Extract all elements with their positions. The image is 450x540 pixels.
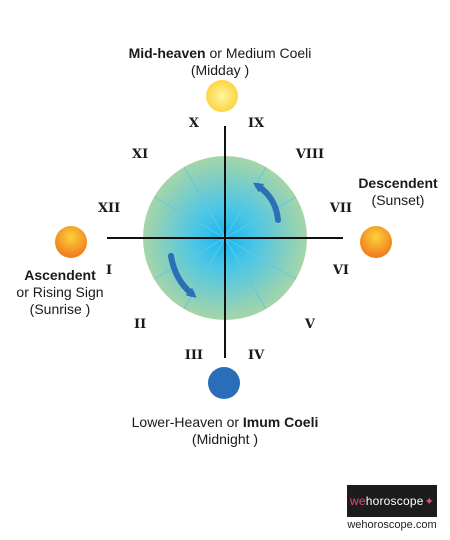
house-cusp-ray <box>153 237 226 280</box>
ascendent-subtitle: (Sunrise ) <box>29 301 91 317</box>
brand-star-icon: ✦ <box>424 495 434 508</box>
sunrise-sun-icon <box>55 226 87 258</box>
ascendent-alt: or Rising Sign <box>16 284 104 300</box>
house-numeral-1: I <box>106 263 112 278</box>
house-cusp-rays <box>153 166 297 310</box>
midheaven-label: Mid-heaven or Medium Coeli (Midday ) <box>50 45 390 79</box>
house-numeral-7: VII <box>329 201 352 216</box>
brand-url: wehoroscope.com <box>347 519 437 531</box>
house-numeral-8: VIII <box>295 147 324 162</box>
lowerheaven-label: Lower-Heaven or Imum Coeli (Midnight ) <box>80 414 370 448</box>
house-numeral-10: X <box>189 116 200 131</box>
house-cusp-ray <box>224 166 267 239</box>
house-numeral-4: IV <box>248 348 265 363</box>
house-numeral-12: XII <box>98 201 120 216</box>
house-numeral-9: IX <box>248 116 265 131</box>
house-numeral-11: XI <box>132 147 148 162</box>
house-numeral-2: II <box>134 317 146 332</box>
house-cusp-ray <box>224 196 297 239</box>
midheaven-subtitle: (Midday ) <box>190 62 250 78</box>
brand-logo-name: horoscope <box>365 494 424 508</box>
lowerheaven-title: Imum Coeli <box>242 414 319 430</box>
house-cusp-ray <box>224 237 267 310</box>
house-cusp-ray <box>183 166 226 239</box>
house-numeral-5: V <box>304 317 316 332</box>
lowerheaven-subtitle: (Midnight ) <box>191 431 259 447</box>
upper-direction-arrow <box>253 182 281 223</box>
house-numeral-6: VI <box>332 263 349 278</box>
house-cusp-ray <box>153 196 226 239</box>
ascendent-label: Ascendent or Rising Sign (Sunrise ) <box>4 267 116 318</box>
midheaven-alt: or Medium Coeli <box>205 45 312 61</box>
lowerheaven-alt: Lower-Heaven or <box>131 414 243 430</box>
house-numeral-3: III <box>185 348 203 363</box>
descendent-subtitle: (Sunset) <box>371 192 425 208</box>
descendent-label: Descendent (Sunset) <box>348 175 448 209</box>
house-cusp-ray <box>224 237 297 280</box>
midnight-moon-icon <box>208 367 240 399</box>
ascendent-title: Ascendent <box>24 267 96 283</box>
midday-sun-icon <box>206 80 238 112</box>
descendent-title: Descendent <box>358 175 438 191</box>
midheaven-title: Mid-heaven <box>128 45 206 61</box>
brand-logo-prefix: we <box>349 494 366 508</box>
lower-direction-arrow <box>168 253 197 298</box>
sunset-sun-icon <box>360 226 392 258</box>
